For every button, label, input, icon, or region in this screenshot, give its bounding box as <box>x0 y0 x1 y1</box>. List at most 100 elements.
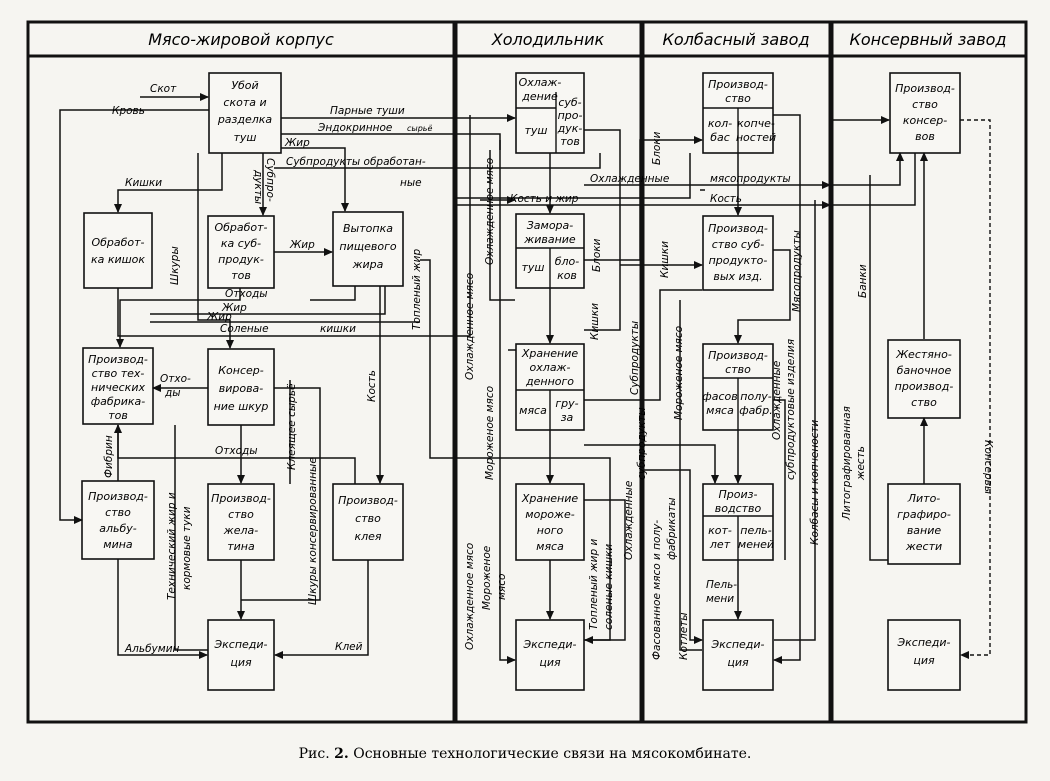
svg-text:фабрика-: фабрика- <box>91 395 145 408</box>
svg-text:Кишки: Кишки <box>659 241 671 278</box>
flow-lines <box>59 93 991 664</box>
svg-text:Производ-: Производ- <box>708 78 768 91</box>
svg-text:альбу-: альбу- <box>99 522 137 535</box>
svg-text:мяса: мяса <box>536 540 564 553</box>
svg-text:Кость: Кость <box>366 370 378 402</box>
svg-text:субпродуктовые изделия: субпродуктовые изделия <box>785 339 797 480</box>
svg-text:тов: тов <box>231 269 251 282</box>
svg-text:Шкуры консервированные: Шкуры консервированные <box>307 457 319 605</box>
svg-text:Клей: Клей <box>335 641 363 653</box>
svg-text:фасов: фасов <box>702 390 737 403</box>
svg-text:Охлажденное мясо: Охлажденное мясо <box>464 273 476 380</box>
svg-text:ция: ция <box>230 656 252 669</box>
box-technical-products: Производ- ство тех- нических фабрика- то… <box>88 353 148 422</box>
svg-text:вых изд.: вых изд. <box>713 270 762 283</box>
svg-text:суб-: суб- <box>558 96 581 109</box>
flow-labels: Скот Кровь Парные туши Эндокринное сырьё… <box>103 83 994 660</box>
svg-text:Скот: Скот <box>150 83 177 95</box>
svg-text:полу-: полу- <box>740 390 771 403</box>
svg-text:туш: туш <box>234 131 257 144</box>
svg-text:Экспеди-: Экспеди- <box>710 638 764 651</box>
svg-text:ков: ков <box>557 269 577 282</box>
box-fat-rendering: Вытопка пищевого жира <box>339 222 396 271</box>
svg-text:Производ-: Производ- <box>211 492 271 505</box>
section-sausage: Колбасный завод <box>662 30 809 49</box>
svg-text:баночное: баночное <box>897 364 952 377</box>
svg-text:мяса: мяса <box>706 404 734 417</box>
svg-text:Производ-: Производ- <box>338 494 398 507</box>
svg-text:Обработ-: Обработ- <box>214 221 267 234</box>
svg-text:Вытопка: Вытопка <box>343 222 393 235</box>
svg-text:жела-: жела- <box>223 524 258 537</box>
svg-text:копче-: копче- <box>737 117 775 130</box>
box-canned-production: Производ- ство консер- вов <box>895 82 955 143</box>
box-byproduct-goods: Производ- ство суб- продукто- вых изд. <box>708 222 768 283</box>
box-chilled-storage: Хранение охлаж- денного мяса гру- за <box>519 347 579 424</box>
svg-text:Клеящее сырьё: Клеящее сырьё <box>286 384 298 470</box>
svg-text:Блоки: Блоки <box>591 238 603 272</box>
svg-text:Фасованное мясо и полу-: Фасованное мясо и полу- <box>651 520 663 660</box>
svg-text:Субпродукты: Субпродукты <box>629 321 641 395</box>
svg-text:производ-: производ- <box>895 380 954 393</box>
svg-text:Хранение: Хранение <box>521 492 579 505</box>
box-byproducts-processing: Обработ- ка суб- продук- тов <box>214 221 267 282</box>
svg-text:Производ-: Производ- <box>88 353 148 366</box>
box-cutlets-production: Произ- водство кот- лет пель- меней <box>708 488 774 551</box>
svg-text:Мороженое мясо: Мороженое мясо <box>484 386 496 480</box>
svg-text:бас: бас <box>710 131 730 144</box>
svg-text:гру-: гру- <box>555 397 578 410</box>
svg-text:Технический жир и: Технический жир и <box>166 492 178 600</box>
svg-text:Производ-: Производ- <box>708 349 768 362</box>
svg-text:Производ-: Производ- <box>895 82 955 95</box>
svg-text:тина: тина <box>227 540 255 553</box>
svg-text:Мясопродукты: Мясопродукты <box>791 230 803 312</box>
svg-text:нических: нических <box>91 381 145 394</box>
svg-text:пель-: пель- <box>740 524 771 537</box>
svg-text:мяса: мяса <box>519 404 547 417</box>
svg-text:Производ-: Производ- <box>88 490 148 503</box>
svg-text:Кровь: Кровь <box>112 105 145 117</box>
svg-text:разделка: разделка <box>217 113 273 126</box>
box-expedition-2: Экспеди- ция <box>522 638 576 669</box>
svg-text:кот-: кот- <box>708 524 732 537</box>
svg-text:консер-: консер- <box>903 114 947 127</box>
svg-text:Субпродукты обработан-: Субпродукты обработан- <box>286 156 426 168</box>
svg-text:Экспеди-: Экспеди- <box>213 638 267 651</box>
svg-text:ство тех-: ство тех- <box>92 367 145 380</box>
svg-text:тов: тов <box>108 409 128 422</box>
svg-text:жести: жести <box>905 540 942 553</box>
box-albumin-production: Производ- ство альбу- мина <box>88 490 148 551</box>
svg-text:субпродукты: субпродукты <box>636 407 648 480</box>
box-freezing: Замора- живание туш бло- ков <box>522 219 580 282</box>
svg-text:ство: ство <box>725 92 751 105</box>
box-packed-meat: Производ- ство фасов мяса полу- фабр. <box>702 349 772 417</box>
svg-text:Экспеди-: Экспеди- <box>896 636 950 649</box>
svg-text:ка суб-: ка суб- <box>221 237 261 250</box>
svg-text:ство суб-: ство суб- <box>712 238 765 251</box>
svg-text:ностей: ностей <box>736 131 776 144</box>
svg-text:Произ-: Произ- <box>719 488 758 501</box>
svg-text:Отходы: Отходы <box>225 288 268 300</box>
svg-text:Охлажденное мясо: Охлажденное мясо <box>484 158 496 265</box>
svg-text:Кишки: Кишки <box>589 303 601 340</box>
svg-text:жира: жира <box>352 258 384 271</box>
svg-text:дение: дение <box>521 90 558 103</box>
svg-text:Жир: Жир <box>206 311 232 323</box>
box-lithography: Лито- графиро- вание жести <box>897 492 951 553</box>
svg-text:соленые кишки: соленые кишки <box>603 544 615 630</box>
svg-text:Колбасы и копчености: Колбасы и копчености <box>809 419 821 545</box>
svg-text:мина: мина <box>103 538 133 551</box>
svg-text:Мороженое мясо: Мороженое мясо <box>673 326 685 420</box>
svg-text:мясопродукты: мясопродукты <box>710 173 791 185</box>
svg-text:Отхо-: Отхо- <box>160 373 191 385</box>
svg-text:про-: про- <box>558 109 583 122</box>
svg-text:ство: ство <box>911 396 937 409</box>
svg-text:Кишки: Кишки <box>125 177 162 189</box>
svg-text:фабрикаты: фабрикаты <box>666 497 678 560</box>
svg-text:Охлажденные: Охлажденные <box>590 173 669 185</box>
svg-text:вирова-: вирова- <box>219 382 264 395</box>
svg-text:ка кишок: ка кишок <box>91 253 145 266</box>
svg-text:туш: туш <box>525 124 548 137</box>
svg-text:меней: меней <box>738 538 774 551</box>
